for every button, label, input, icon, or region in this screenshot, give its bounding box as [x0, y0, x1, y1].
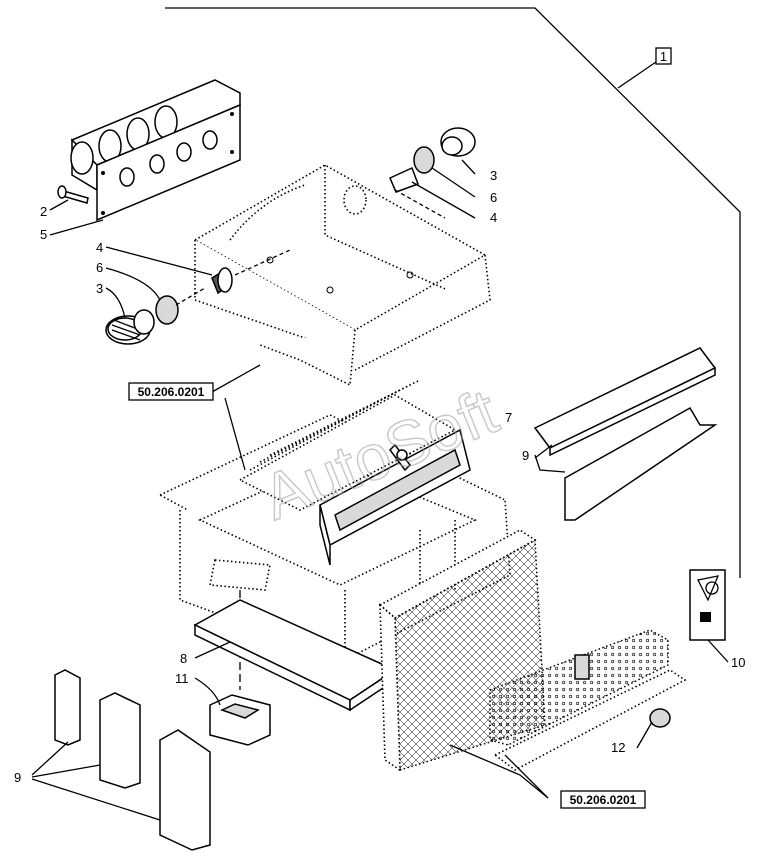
callout-4-left: 4 [96, 240, 103, 255]
ref-code-box-top[interactable]: 50.206.0201 [128, 382, 214, 401]
assembly-bracket: 1 [165, 7, 741, 578]
callout-6-right: 6 [490, 190, 497, 205]
callout-3-right: 3 [490, 168, 497, 183]
foam-strips-right [533, 347, 718, 521]
top-bracket-part [193, 164, 491, 387]
right-knob-group [389, 127, 476, 219]
cap-part [649, 708, 671, 728]
ref-code-bottom: 50.206.0201 [570, 793, 637, 807]
callout-10: 10 [731, 655, 745, 670]
callout-12: 12 [611, 740, 625, 755]
callout-11: 11 [175, 671, 189, 686]
callout-8: 8 [180, 651, 187, 666]
screw-part [57, 185, 89, 204]
sticker-part [689, 569, 726, 641]
callout-3-left: 3 [96, 281, 103, 296]
leader-lines [31, 159, 729, 821]
callout-9-left: 9 [14, 770, 21, 785]
assembly-label: 1 [660, 49, 667, 64]
callout-6-left: 6 [96, 260, 103, 275]
callout-4-right: 4 [490, 210, 497, 225]
filter-frame-part [319, 428, 471, 566]
left-knob-group [105, 249, 291, 345]
ref-code-top: 50.206.0201 [138, 385, 205, 399]
callout-7: 7 [505, 410, 512, 425]
callout-9-right: 9 [522, 448, 529, 463]
filter-cartridge-part [489, 629, 687, 771]
callout-2: 2 [40, 204, 47, 219]
switch-panel-part [70, 79, 241, 222]
callout-5: 5 [40, 227, 47, 242]
seal-part [209, 694, 271, 746]
foam-blocks-left [54, 669, 211, 851]
ref-code-box-bottom[interactable]: 50.206.0201 [560, 790, 646, 809]
